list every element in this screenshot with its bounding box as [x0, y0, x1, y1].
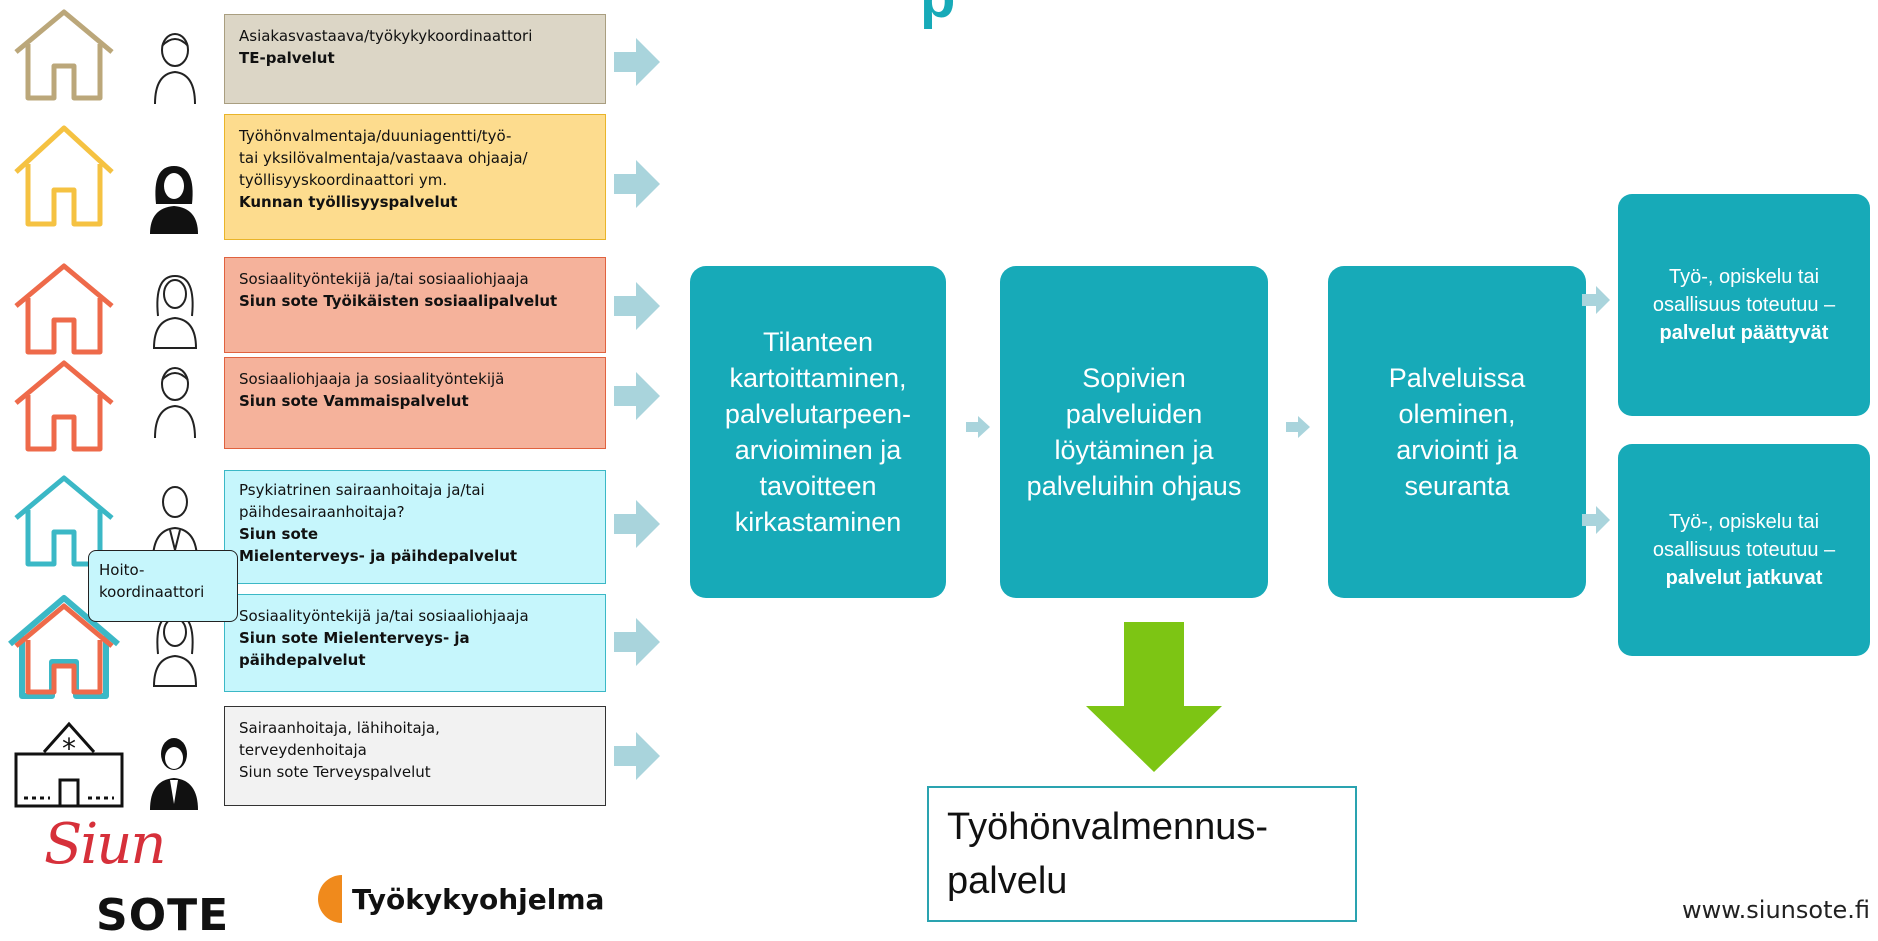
- arrow-right-icon: [614, 500, 660, 548]
- house-icon: [8, 595, 120, 699]
- hoito-line2: koordinaattori: [99, 583, 205, 601]
- outcome-result: palvelut päättyvät: [1659, 322, 1829, 344]
- role-org: Siun sote: [239, 525, 319, 543]
- role-text: työllisyyskoordinaattori ym.: [239, 171, 448, 189]
- role-text: Sosiaalityöntekijä ja/tai sosiaaliohjaaj…: [239, 607, 529, 625]
- house-icon: [14, 125, 114, 227]
- house-icon: [14, 9, 114, 101]
- person-icon: [152, 274, 198, 349]
- role-text: päihdesairaanhoitaja?: [239, 503, 405, 521]
- role-text: Siun sote Terveyspalvelut: [239, 763, 431, 781]
- arrow-right-icon: [614, 38, 660, 86]
- tyohonvalmennus-palvelu-box: Työhönvalmennus- palvelu: [927, 786, 1357, 922]
- role-org: Mielenterveys- ja päihdepalvelut: [239, 547, 518, 565]
- flow-line: tavoitteen: [759, 471, 877, 501]
- outcome-line: Työ-, opiskelu tai: [1668, 266, 1820, 288]
- role-box-vammaispalvelut: Sosiaaliohjaaja ja sosiaalityöntekijä Si…: [224, 357, 606, 449]
- role-text: Sosiaalityöntekijä ja/tai sosiaaliohjaaj…: [239, 270, 529, 288]
- hoitokoordinaattori-label: Hoito- koordinaattori: [88, 550, 238, 622]
- flow-line: arvioiminen ja: [734, 435, 902, 465]
- role-box-te-palvelut: Asiakasvastaava/työkykykoordinaattori TE…: [224, 14, 606, 104]
- siun-sote-logo: Siun SOTE: [38, 812, 230, 941]
- person-icon: [150, 166, 198, 234]
- arrow-right-icon: [614, 160, 660, 208]
- outcome-line: osallisuus toteutuu –: [1652, 294, 1836, 316]
- role-box-kunnan-tyollisyyspalvelut: Työhönvalmentaja/duuniagentti/työ- tai y…: [224, 114, 606, 240]
- person-icon: [154, 33, 196, 105]
- arrow-right-icon: [1582, 286, 1610, 314]
- role-box-terveyspalvelut: Sairaanhoitaja, lähihoitaja, terveydenho…: [224, 706, 606, 806]
- arrow-right-icon: [614, 618, 660, 666]
- tyokykyohjelma-text: Työkykyohjelma: [352, 882, 605, 916]
- flow-line: oleminen,: [1398, 399, 1516, 429]
- tyokykyohjelma-icon: [318, 875, 342, 923]
- flow-line: palvelutarpeen-: [724, 399, 912, 429]
- flow-line: kirkastaminen: [734, 507, 902, 537]
- person-icon: [154, 367, 196, 439]
- svg-text:*: *: [62, 732, 76, 765]
- flow-line: Tilanteen: [762, 327, 874, 357]
- flow-line: seuranta: [1404, 471, 1510, 501]
- flow-line: löytäminen ja: [1054, 435, 1214, 465]
- role-box-mielenterveys-sairaanhoitaja: Psykiatrinen sairaanhoitaja ja/tai päihd…: [224, 470, 606, 584]
- role-text: Sosiaaliohjaaja ja sosiaalityöntekijä: [239, 370, 505, 388]
- role-org: Siun sote Työikäisten sosiaalipalvelut: [239, 292, 558, 310]
- hoito-line1: Hoito-: [99, 561, 145, 579]
- role-text: Työhönvalmentaja/duuniagentti/työ-: [239, 127, 512, 145]
- role-box-tyoikaisten-sosiaalipalvelut: Sosiaalityöntekijä ja/tai sosiaaliohjaaj…: [224, 257, 606, 353]
- outcome-palvelut-jatkuvat: Työ-, opiskelu tai osallisuus toteutuu –…: [1618, 444, 1870, 656]
- flow-step-ohjaus: Sopivien palveluiden löytäminen ja palve…: [1000, 266, 1268, 598]
- role-org: TE-palvelut: [239, 49, 335, 67]
- arrow-right-icon: [614, 372, 660, 420]
- title-fragment: p: [920, 0, 955, 31]
- outcome-palvelut-paattyvat: Työ-, opiskelu tai osallisuus toteutuu –…: [1618, 194, 1870, 416]
- house-icon: [14, 360, 114, 452]
- flow-step-seuranta: Palveluissa oleminen, arviointi ja seura…: [1328, 266, 1586, 598]
- role-org: Kunnan työllisyyspalvelut: [239, 193, 458, 211]
- arrow-right-icon: [966, 416, 990, 438]
- role-org: Siun sote Vammaispalvelut: [239, 392, 469, 410]
- flow-line: arviointi ja: [1396, 435, 1518, 465]
- health-center-icon: *: [14, 721, 124, 808]
- role-org: päihdepalvelut: [239, 651, 366, 669]
- arrow-right-icon: [1582, 506, 1610, 534]
- flow-line: palveluiden: [1065, 399, 1203, 429]
- role-text: terveydenhoitaja: [239, 741, 367, 759]
- role-text: Sairaanhoitaja, lähihoitaja,: [239, 719, 440, 737]
- house-icon: [14, 263, 114, 355]
- role-text: Asiakasvastaava/työkykykoordinaattori: [239, 27, 533, 45]
- tyokykyohjelma-logo: Työkykyohjelma: [314, 872, 604, 926]
- arrow-right-icon: [614, 732, 660, 780]
- outcome-line: osallisuus toteutuu –: [1652, 539, 1836, 561]
- outcome-result: palvelut jatkuvat: [1665, 567, 1823, 589]
- arrow-right-icon: [614, 282, 660, 330]
- siun-script: Siun: [44, 812, 166, 877]
- arrow-down-icon: [1086, 622, 1222, 772]
- result-line: palvelu: [947, 860, 1068, 902]
- role-box-mielenterveys-sosiaalityo: Sosiaalityöntekijä ja/tai sosiaaliohjaaj…: [224, 594, 606, 692]
- outcome-line: Työ-, opiskelu tai: [1668, 511, 1820, 533]
- role-text: Psykiatrinen sairaanhoitaja ja/tai: [239, 481, 485, 499]
- sote-wordmark: SOTE: [96, 890, 230, 941]
- role-org: Siun sote Mielenterveys- ja: [239, 629, 470, 647]
- flow-line: Sopivien: [1082, 363, 1186, 393]
- flow-step-kartoitus: Tilanteen kartoittaminen, palvelutarpeen…: [690, 266, 946, 598]
- person-icon: [150, 738, 198, 810]
- role-text: tai yksilövalmentaja/vastaava ohjaaja/: [239, 149, 528, 167]
- arrow-right-icon: [1286, 416, 1310, 438]
- flow-line: Palveluissa: [1388, 363, 1526, 393]
- result-line: Työhönvalmennus-: [947, 806, 1269, 848]
- flow-line: palveluihin ohjaus: [1026, 471, 1242, 501]
- flow-line: kartoittaminen,: [729, 363, 907, 393]
- website-url: www.siunsote.fi: [1681, 896, 1870, 924]
